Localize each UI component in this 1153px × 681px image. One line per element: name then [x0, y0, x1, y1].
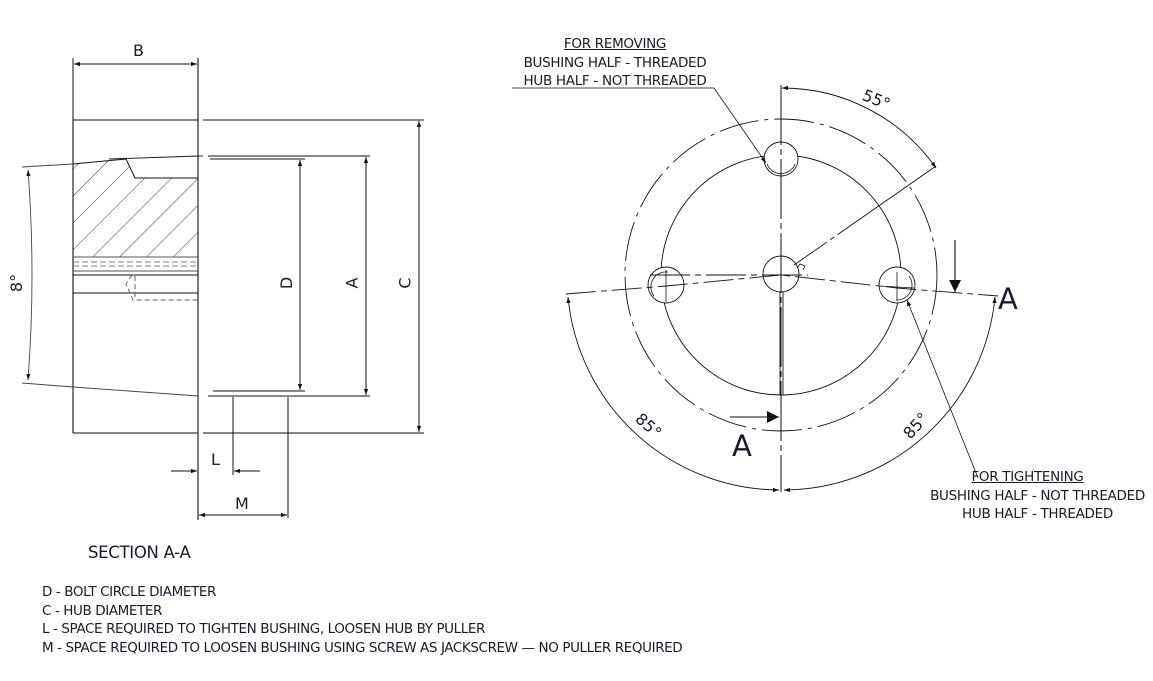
callout-tightening-heading: FOR TIGHTENING — [971, 469, 1084, 485]
legend: D - BOLT CIRCLE DIAMETER C - HUB DIAMETE… — [42, 584, 683, 656]
dim-label-b: B — [133, 41, 144, 60]
legend-item-c: C - HUB DIAMETER — [42, 602, 163, 619]
section-marker-a-right: A — [998, 282, 1018, 316]
dim-label-d: D — [277, 276, 297, 290]
callout-removing-line1: BUSHING HALF - THREADED — [523, 54, 707, 71]
callout-tightening-line2: HUB HALF - THREADED — [962, 506, 1113, 522]
callout-removing: FOR REMOVING BUSHING HALF - THREADED HUB… — [505, 36, 725, 89]
section-marker-a-bottom: A — [732, 429, 752, 463]
legend-item-m: M - SPACE REQUIRED TO LOOSEN BUSHING USI… — [42, 639, 683, 656]
section-view — [21, 58, 424, 520]
callout-tightening: FOR TIGHTENING BUSHING HALF - NOT THREAD… — [920, 470, 1153, 522]
callout-tightening-line1: BUSHING HALF - NOT THREADED — [930, 487, 1145, 504]
dim-label-l: L — [211, 450, 220, 469]
dim-label-m: M — [235, 494, 249, 513]
dim-label-c: C — [395, 277, 415, 289]
end-view — [512, 85, 999, 493]
callout-removing-line2: HUB HALF - NOT THREADED — [523, 73, 707, 89]
taper-angle-label: 8° — [7, 273, 27, 293]
legend-item-d: D - BOLT CIRCLE DIAMETER — [42, 584, 216, 600]
section-title: SECTION A-A — [88, 543, 191, 562]
callout-removing-heading: FOR REMOVING — [563, 36, 667, 52]
legend-item-l: L - SPACE REQUIRED TO TIGHTEN BUSHING, L… — [42, 621, 486, 637]
dim-label-a: A — [342, 277, 362, 289]
